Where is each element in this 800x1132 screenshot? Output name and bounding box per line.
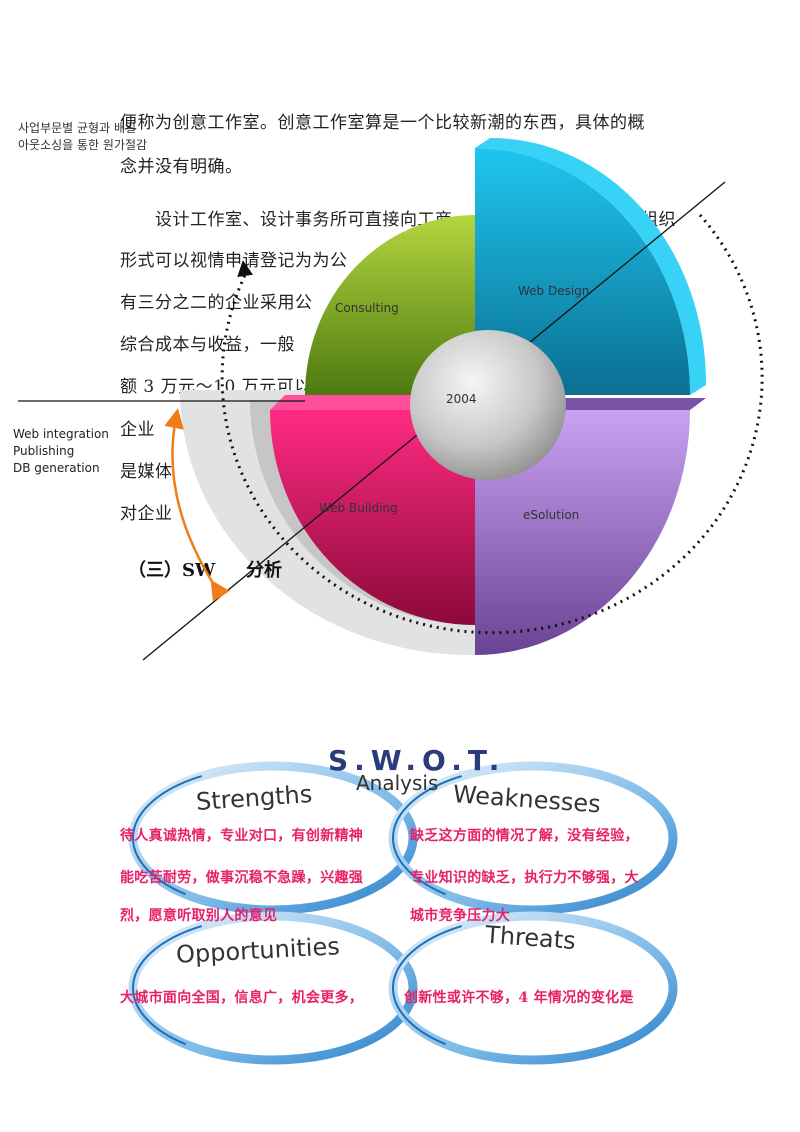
service-list: Web integration Publishing DB generation bbox=[13, 426, 109, 477]
service-item-web-integration: Web integration bbox=[13, 426, 109, 443]
section-heading-part-2: 分析 bbox=[246, 556, 282, 582]
weaknesses-line-3: 城市竞争压力大 bbox=[410, 905, 510, 925]
strengths-line-1: 待人真诚热情，专业对口，有创新精神 bbox=[120, 825, 363, 845]
service-item-publishing: Publishing bbox=[13, 443, 109, 460]
opportunities-line-1: 大城市面向全国，信息广，机会更多， bbox=[120, 987, 363, 1007]
wheel-center-label: 2004 bbox=[446, 392, 477, 406]
service-wheel-diagram: 2004 Consulting Web Design Web Building … bbox=[0, 0, 800, 700]
quadrant-title-opportunities: Opportunities bbox=[175, 932, 340, 969]
weaknesses-line-2: 专业知识的缺乏，执行力不够强，大 bbox=[410, 867, 639, 887]
swot-subtitle: Analysis bbox=[356, 771, 438, 795]
strengths-line-3: 烈，愿意听取别人的意见 bbox=[120, 905, 277, 925]
quadrant-title-weaknesses: Weaknesses bbox=[452, 780, 602, 818]
label-esolution: eSolution bbox=[523, 508, 579, 522]
quadrant-title-strengths: Strengths bbox=[195, 780, 313, 816]
strengths-line-2: 能吃苦耐劳，做事沉稳不急躁，兴趣强 bbox=[120, 867, 363, 887]
label-consulting: Consulting bbox=[335, 301, 399, 315]
wheel-center-disc bbox=[410, 330, 566, 480]
label-web-design: Web Design bbox=[518, 284, 589, 298]
service-item-db-generation: DB generation bbox=[13, 460, 109, 477]
weaknesses-line-1: 缺乏这方面的情况了解，没有经验， bbox=[410, 825, 639, 845]
label-web-building: Web Building bbox=[319, 501, 398, 515]
threats-line-1: 创新性或许不够，4 年情况的变化是 bbox=[404, 987, 634, 1007]
quadrant-title-threats: Threats bbox=[483, 921, 576, 955]
